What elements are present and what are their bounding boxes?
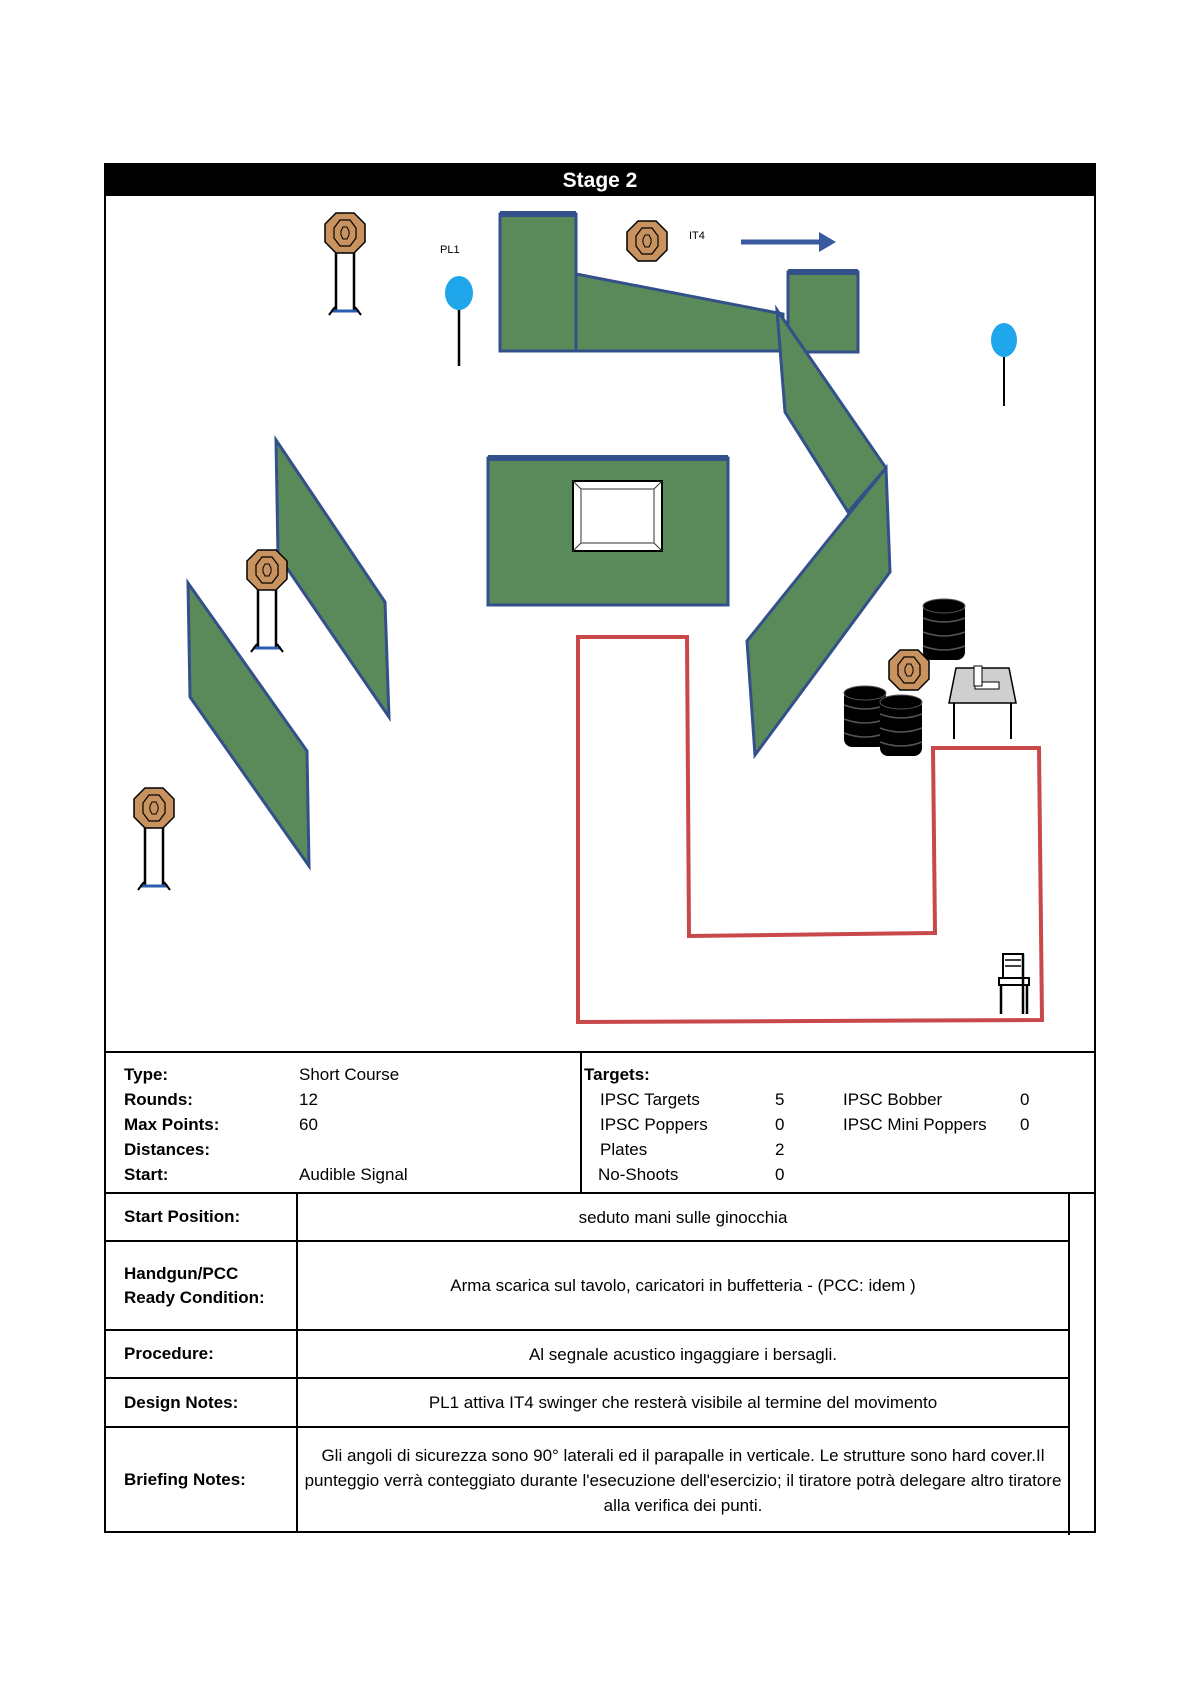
wall-top-diagonal (574, 272, 785, 353)
plates-value: 2 (775, 1140, 785, 1159)
ready-condition-value: Arma scarica sul tavolo, caricatori in b… (450, 1276, 916, 1295)
ipsc-poppers-label: IPSC Poppers (600, 1115, 708, 1134)
design-notes-label: Design Notes: (124, 1392, 239, 1412)
shooting-area-fault-line (576, 635, 1045, 1025)
targets-label: Targets: (584, 1065, 650, 1084)
details-right-border (1068, 1194, 1070, 1535)
ipsc-bobber-value: 0 (1020, 1090, 1030, 1109)
ipsc-mini-poppers-value: 0 (1020, 1115, 1030, 1134)
stage-sheet: Stage 2 (104, 163, 1096, 1535)
wall-zigzag-lower (745, 463, 892, 760)
rounds-value: 12 (299, 1090, 318, 1109)
window-port-icon (572, 480, 663, 552)
procedure-value: Al segnale acustico ingaggiare i bersagl… (528, 1344, 838, 1364)
design-notes-value: PL1 attiva IT4 swinger che resterà visib… (428, 1393, 938, 1412)
procedure-label: Procedure: (124, 1344, 214, 1363)
ipsc-mini-poppers-label: IPSC Mini Poppers (843, 1115, 987, 1134)
wall-top-right (786, 269, 860, 354)
stage-title: Stage 2 (106, 165, 1094, 196)
arrow-icon (741, 232, 836, 252)
briefing-notes-label: Briefing Notes: (124, 1470, 246, 1489)
no-shoots-label: No-Shoots (598, 1165, 679, 1184)
ipsc-target-icon (325, 213, 365, 315)
start-value: Audible Signal (299, 1165, 408, 1184)
rounds-label: Rounds: (124, 1090, 193, 1109)
row-design-notes: Design Notes: PL1 attiva IT4 swinger che… (106, 1379, 1070, 1428)
ipsc-target-icon (134, 788, 174, 890)
max-points-label: Max Points: (124, 1115, 220, 1134)
type-value: Short Course (299, 1065, 400, 1084)
tire-stack-icon (879, 694, 923, 757)
row-ready-condition: Handgun/PCC Ready Condition: Arma scaric… (106, 1242, 1070, 1331)
wall-left-inner (274, 434, 391, 723)
type-label: Type: (124, 1065, 169, 1084)
swinger-label: IT4 (689, 230, 705, 242)
plates-label: Plates (600, 1140, 648, 1159)
ipsc-poppers-value: 0 (775, 1115, 785, 1134)
chair-icon (998, 953, 1030, 1014)
wall-zigzag-upper (775, 304, 888, 515)
tire-stack-icon (843, 685, 887, 748)
wall-left-outer (186, 578, 311, 871)
briefing-notes-value: Gli angoli di sicurezza sono 90° lateral… (304, 1445, 1062, 1515)
row-start-position: Start Position: seduto mani sulle ginocc… (106, 1194, 1070, 1242)
start-position-label: Start Position: (124, 1207, 241, 1226)
popper-label: PL1 (440, 244, 460, 256)
start-label: Start: (124, 1165, 169, 1184)
start-position-value: seduto mani sulle ginocchia (578, 1207, 788, 1227)
distances-label: Distances: (124, 1140, 210, 1159)
ipsc-target-icon (888, 649, 930, 691)
stage-info: Type: Short Course Rounds: 12 Max Points… (106, 1051, 1094, 1194)
pistol-icon (973, 665, 1000, 690)
no-shoots-value: 0 (775, 1165, 785, 1184)
ipsc-targets-label: IPSC Targets (600, 1090, 700, 1109)
max-points-value: 60 (299, 1115, 318, 1134)
ready-condition-label: Handgun/PCC Ready Condition: (124, 1263, 265, 1307)
popper-icon (991, 323, 1017, 406)
ipsc-target-icon (626, 220, 668, 262)
ipsc-target-icon (247, 550, 287, 652)
row-briefing-notes: Briefing Notes: Gli angoli di sicurezza … (106, 1428, 1070, 1532)
wall-top-left (498, 211, 578, 353)
stage-diagram: PL1 IT4 (106, 211, 1045, 1025)
tire-stack-icon (922, 598, 966, 661)
details-column-divider (296, 1194, 298, 1531)
ipsc-bobber-label: IPSC Bobber (843, 1090, 943, 1109)
popper-icon (445, 276, 473, 366)
ipsc-targets-value: 5 (775, 1090, 785, 1109)
info-divider (580, 1053, 582, 1192)
row-procedure: Procedure: Al segnale acustico ingaggiar… (106, 1331, 1070, 1379)
